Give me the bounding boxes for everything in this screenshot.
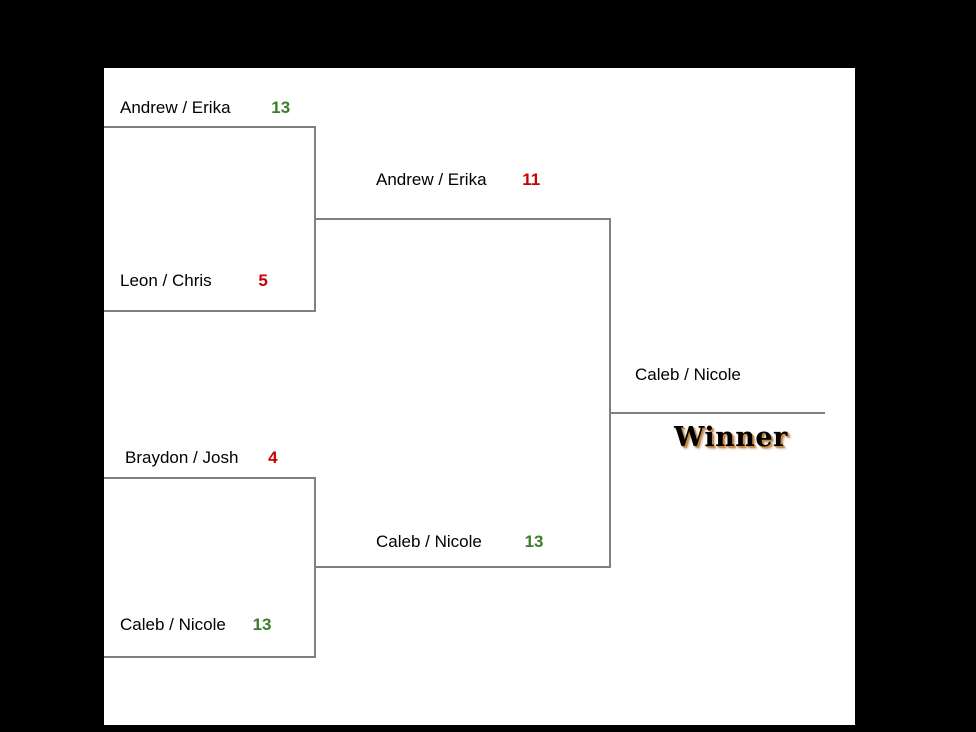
slot-team-name: Leon / Chris: [120, 271, 212, 290]
slot-team-name: Caleb / Nicole: [120, 615, 226, 634]
slot-score: 4: [268, 448, 278, 467]
slot-team-name: Braydon / Josh: [125, 448, 239, 467]
bracket-line-r1m1-advance: [314, 218, 611, 220]
slot-score: 11: [522, 170, 541, 189]
slot-final-champion[interactable]: Caleb / Nicole: [635, 365, 741, 385]
slot-team-name: Caleb / Nicole: [376, 532, 482, 551]
slot-team-name: Andrew / Erika: [376, 170, 487, 189]
slot-r1m2-top[interactable]: Braydon / Josh 4: [125, 448, 278, 468]
slot-r1m1-bottom[interactable]: Leon / Chris 5: [120, 271, 268, 291]
bracket-line-r1m2-bottom: [104, 656, 316, 658]
bracket-line-r1m2-advance: [314, 566, 611, 568]
slot-r1m1-top[interactable]: Andrew / Erika 13: [120, 98, 290, 118]
bracket-line-sf-spine: [609, 218, 611, 568]
bracket-line-r1m2-top: [104, 477, 316, 479]
slot-score: 5: [258, 271, 268, 290]
slot-sf-top[interactable]: Andrew / Erika 11: [376, 170, 540, 190]
bracket-line-r1m1-top: [104, 126, 316, 128]
slot-score: 13: [271, 98, 291, 117]
slot-team-name: Andrew / Erika: [120, 98, 231, 117]
bracket-sheet: Andrew / Erika 13 Leon / Chris 5 Braydon…: [104, 68, 855, 725]
bracket-line-r1m1-bottom: [104, 310, 316, 312]
slot-score: 13: [252, 615, 272, 634]
slot-team-name: Caleb / Nicole: [635, 365, 741, 384]
slot-score: 13: [524, 532, 544, 551]
winner-banner: Winner: [674, 422, 788, 453]
slot-r1m2-bottom[interactable]: Caleb / Nicole 13: [120, 615, 271, 635]
bracket-line-sf-advance: [609, 412, 825, 414]
slot-sf-bottom[interactable]: Caleb / Nicole 13: [376, 532, 543, 552]
